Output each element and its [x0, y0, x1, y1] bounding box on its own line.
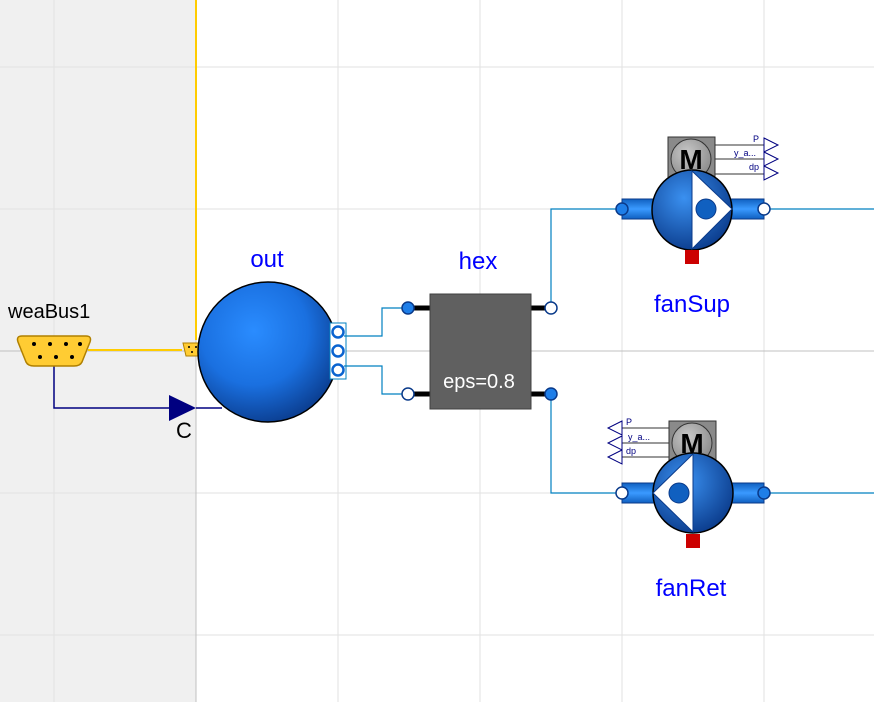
bus-connection[interactable] — [88, 0, 197, 351]
fanSup-output-P-label: P — [753, 134, 759, 144]
fanSup-output-y-label: y_a... — [734, 148, 756, 158]
weaBus1-component[interactable]: weaBus1 — [7, 301, 92, 367]
weaBus1-label: weaBus1 — [7, 301, 90, 323]
fanSup-output-y-arrow[interactable] — [763, 151, 780, 167]
fanRet-motor-label: M — [680, 428, 703, 459]
out-port-2[interactable] — [331, 344, 345, 358]
hex-port-a1[interactable] — [401, 301, 415, 315]
fanRet-label: fanRet — [656, 575, 727, 602]
boundary-sphere-icon[interactable] — [197, 281, 339, 423]
out-port-1[interactable] — [331, 325, 345, 339]
hex-port-b1[interactable] — [544, 301, 558, 315]
fanSup-motor-label: M — [679, 144, 702, 175]
fanRet-hub — [668, 482, 690, 504]
fanRet-output-y-label: y_a... — [628, 432, 650, 442]
out-label: out — [250, 246, 284, 273]
fanSup-heat-port[interactable] — [685, 250, 699, 264]
heat-exchanger-icon[interactable] — [429, 293, 532, 410]
fanRet-output-dp-label: dp — [626, 446, 636, 456]
fluid-connections[interactable] — [344, 208, 874, 494]
fanSup-output-P-arrow[interactable] — [763, 137, 780, 153]
fanSup-hub — [695, 198, 717, 220]
hex-parameter: eps=0.8 — [443, 371, 515, 393]
hex-port-b2[interactable] — [401, 387, 415, 401]
fanRet-output-P-label: P — [626, 417, 632, 427]
out-component[interactable]: out — [197, 246, 347, 423]
fanRet-output-y-arrow[interactable] — [606, 435, 623, 451]
bus-connector-icon[interactable] — [16, 335, 92, 367]
out-port-3[interactable] — [331, 363, 345, 377]
hex-component[interactable]: hex eps=0.8 — [401, 248, 558, 410]
fanSup-port-a[interactable] — [615, 202, 629, 216]
fanSup-label: fanSup — [654, 291, 730, 318]
fanSup-output-dp-label: dp — [749, 162, 759, 172]
signal-connection[interactable] — [53, 366, 222, 409]
fanSup-port-b[interactable] — [757, 202, 771, 216]
fanRet-port-b[interactable] — [615, 486, 629, 500]
fanRet-output-dp-arrow[interactable] — [606, 449, 623, 465]
fanRet-component[interactable]: M P y_a... dp fanRet — [606, 417, 771, 602]
hex-label: hex — [459, 248, 498, 275]
signal-label: C — [176, 418, 192, 443]
hex-port-a2[interactable] — [544, 387, 558, 401]
signal-arrow-icon[interactable] — [169, 395, 196, 421]
fanSup-component[interactable]: M P y_a... dp fanSup — [615, 134, 780, 318]
fanRet-heat-port[interactable] — [686, 534, 700, 548]
fanRet-port-a[interactable] — [757, 486, 771, 500]
fanRet-output-P-arrow[interactable] — [606, 420, 623, 436]
fanSup-output-dp-arrow[interactable] — [763, 165, 780, 181]
